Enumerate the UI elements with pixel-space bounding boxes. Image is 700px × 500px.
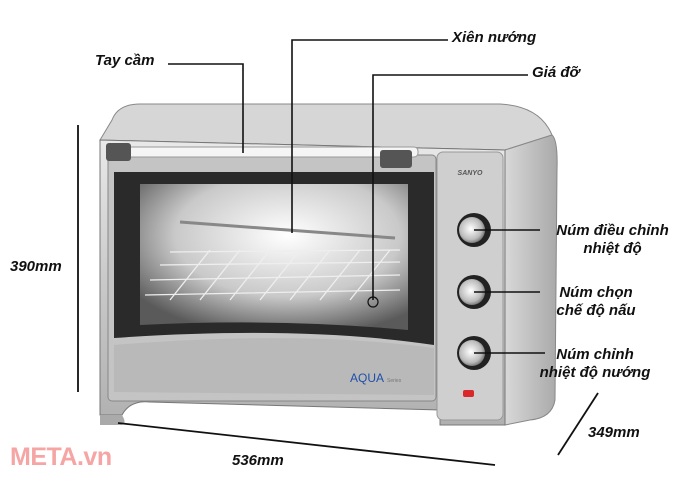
leader-lines (168, 39, 545, 354)
leader-handle (168, 63, 244, 153)
window-glass (140, 184, 408, 330)
brand-logo: SANYO (458, 170, 483, 177)
label-rotisserie: Xiên nướng (452, 29, 537, 46)
watermark: META.vn (10, 443, 112, 471)
indicator-light (463, 390, 474, 397)
dimension-height: 390mm (10, 258, 62, 275)
dimension-width: 536mm (232, 452, 284, 469)
dimension-depth: 349mm (588, 424, 640, 441)
label-rack: Giá đỡ (532, 64, 580, 81)
rotisserie-spit (179, 220, 396, 240)
bottom-strip (114, 338, 434, 395)
label-handle: Tay cầm (95, 52, 155, 69)
leader-rotisserie (291, 39, 448, 233)
handle-cap-right (380, 150, 412, 168)
wire-rack (144, 249, 401, 301)
leader-rack (372, 74, 528, 300)
width-line (117, 422, 496, 466)
oven-top (99, 103, 553, 151)
dimension-lines (77, 125, 599, 466)
depth-line (557, 392, 599, 456)
handle-cap-left (106, 143, 131, 161)
